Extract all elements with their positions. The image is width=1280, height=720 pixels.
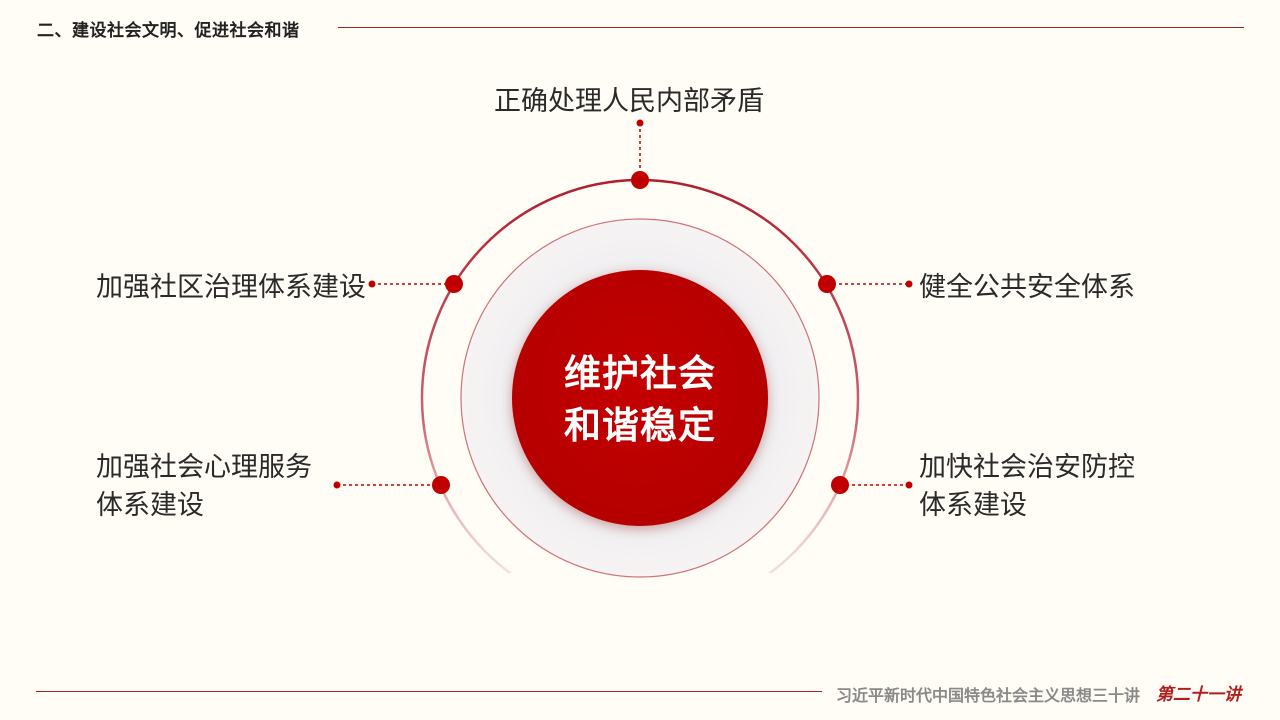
item-label-top: 正确处理人民内部矛盾 xyxy=(494,86,764,117)
connector-upper-right-end xyxy=(905,280,913,288)
item-label-upper-right: 健全公共安全体系 xyxy=(919,272,1135,303)
section-title: 二、建设社会文明、促进社会和谐 xyxy=(37,21,300,41)
item-label-lower-left: 加强社会心理服务 体系建设 xyxy=(96,452,312,521)
header-divider xyxy=(338,27,1244,28)
connector-upper-left-end xyxy=(368,280,376,288)
center-label: 维护社会 和谐稳定 xyxy=(564,352,716,447)
connector-lower-right-end xyxy=(905,481,913,489)
footer-divider xyxy=(36,691,822,692)
connector-top-end xyxy=(636,119,644,127)
connector-lower-left-end xyxy=(333,481,341,489)
ring-node-upper-right xyxy=(818,275,836,293)
inner-outline xyxy=(460,218,820,578)
ring-node-top xyxy=(631,171,649,189)
ring-node-upper-left xyxy=(445,275,463,293)
item-label-upper-left: 加强社区治理体系建设 xyxy=(96,272,366,303)
footer-lecture-number: 第二十一讲 xyxy=(1156,685,1241,705)
ring-node-lower-right xyxy=(831,476,849,494)
center-circle xyxy=(512,270,768,526)
ring-node-lower-left xyxy=(432,476,450,494)
footer-series-title: 习近平新时代中国特色社会主义思想三十讲 xyxy=(836,686,1141,705)
item-label-lower-right: 加快社会治安防控 体系建设 xyxy=(919,452,1135,521)
